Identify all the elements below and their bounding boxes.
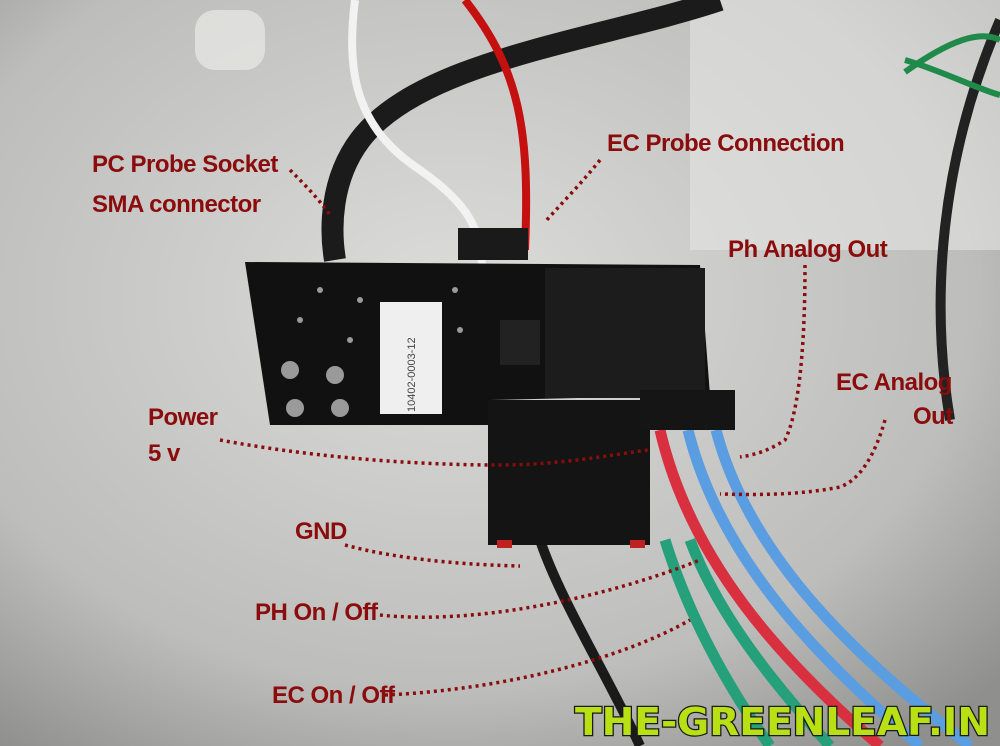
label-gnd: GND <box>295 518 347 545</box>
label-ec-probe-connection: EC Probe Connection <box>607 130 844 157</box>
sensor-board: 10402-0003-12 <box>245 228 710 425</box>
label-ph-on-off: PH On / Off <box>255 599 379 626</box>
label-power: Power <box>148 404 218 431</box>
label-ec-analog: EC Analog <box>836 369 952 396</box>
board-sticker-text: 10402-0003-12 <box>406 337 418 412</box>
cables <box>321 0 1000 746</box>
plastic-cap <box>195 10 265 70</box>
header-connector <box>488 390 735 548</box>
label-5v: 5 v <box>148 440 181 467</box>
enclosure-wall <box>690 0 1000 250</box>
annotation-arrows <box>219 158 887 697</box>
label-ec-analog-out: Out <box>913 403 953 430</box>
watermark-logo: THE-GREENLEAF.IN <box>575 700 990 744</box>
label-ec-on-off: EC On / Off <box>272 682 396 709</box>
label-ph-analog-out: Ph Analog Out <box>728 236 888 263</box>
label-pc-probe-socket: PC Probe Socket <box>92 151 278 178</box>
label-sma-connector: SMA connector <box>92 191 261 218</box>
board-sticker <box>380 302 442 414</box>
